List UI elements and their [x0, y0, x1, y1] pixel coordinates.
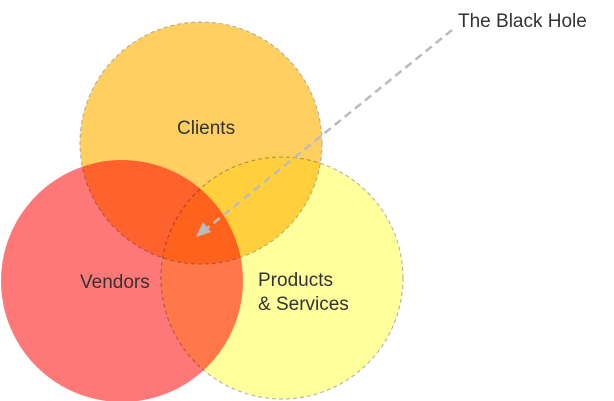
vendors-circle	[1, 160, 243, 401]
black-hole-label: The Black Hole	[458, 11, 587, 32]
products-label-line1: Products	[258, 270, 333, 291]
vendors-label: Vendors	[80, 272, 150, 293]
products-label: Products & Services	[258, 269, 349, 317]
black-hole-arrow	[204, 29, 453, 231]
products-label-line2: & Services	[258, 294, 349, 315]
arrow-head-icon	[196, 222, 211, 237]
clients-label: Clients	[177, 118, 236, 139]
